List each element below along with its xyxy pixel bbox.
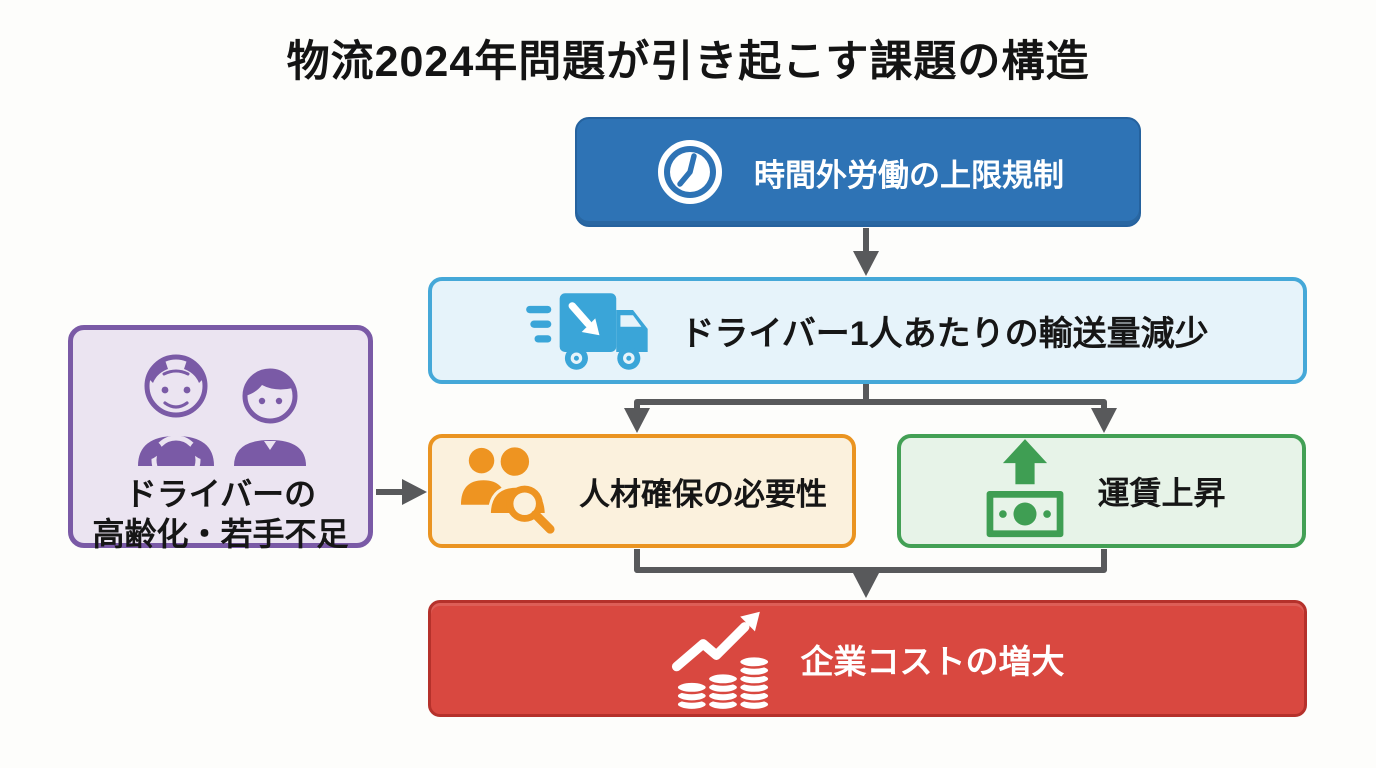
node-label: 運賃上昇 <box>1097 475 1226 511</box>
coins-growth-icon <box>671 611 771 711</box>
page-title: 物流2024年問題が引き起こす課題の構造 <box>286 38 1090 86</box>
node-driver-aging-shortage: ドライバーの 高齢化・若手不足 <box>68 325 373 552</box>
node-corporate-cost-increase: 企業コストの増大 <box>428 600 1307 717</box>
edge-transport-split <box>634 384 1107 414</box>
node-label: ドライバーの 高齢化・若手不足 <box>92 476 349 552</box>
node-talent-securing: 人材確保の必要性 <box>428 434 856 548</box>
node-transport-volume-decrease: ドライバー1人あたりの輸送量減少 <box>428 277 1307 384</box>
clock-icon <box>658 140 722 204</box>
node-overtime-regulation: 時間外労働の上限規制 <box>575 117 1141 227</box>
node-freight-rate-rise: 運賃上昇 <box>897 434 1306 548</box>
people-search-icon <box>460 444 555 534</box>
node-label: ドライバー1人あたりの輸送量減少 <box>680 315 1209 353</box>
edge-merge-cost <box>634 549 1107 579</box>
speeding-truck-icon <box>526 292 649 370</box>
money-rise-icon <box>987 439 1064 538</box>
node-label: 企業コストの増大 <box>800 642 1065 680</box>
elderly-and-young-driver-icon <box>137 354 306 466</box>
node-label: 時間外労働の上限規制 <box>754 157 1064 193</box>
node-label: 人材確保の必要性 <box>579 476 827 512</box>
